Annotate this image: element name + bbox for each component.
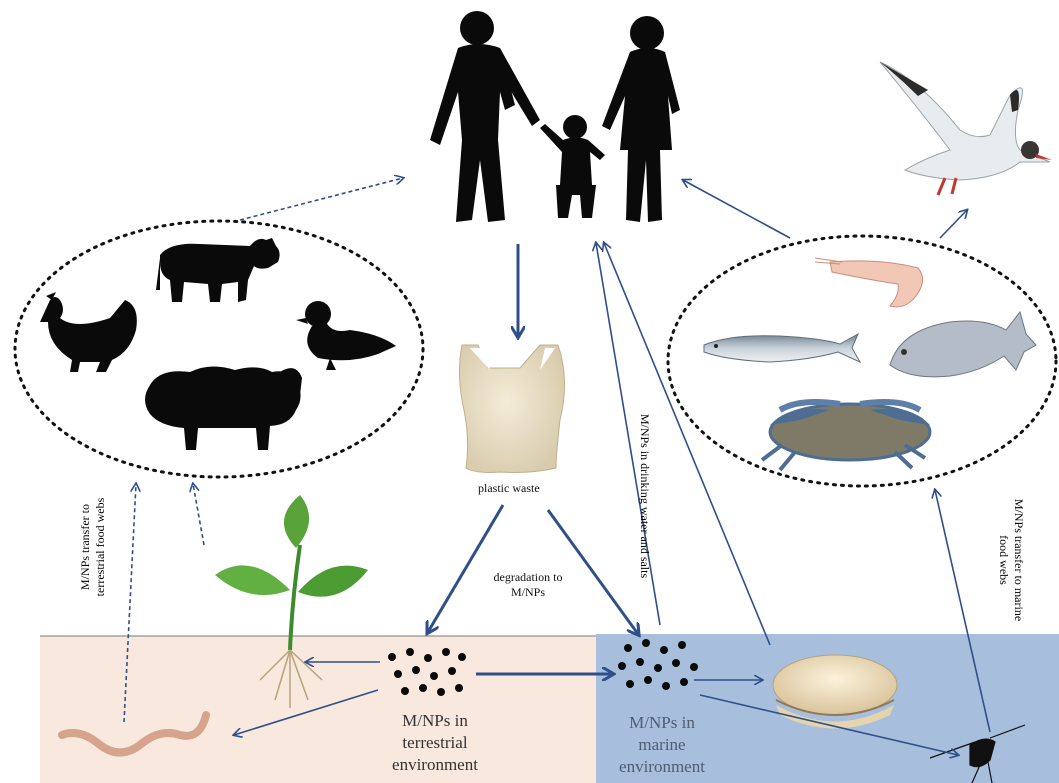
degradation-label: degradation to M/NPs [485, 570, 571, 600]
family-silhouette [430, 11, 680, 222]
marine-transfer-line1: M/NPs transfer to marine [1011, 485, 1026, 635]
chicken-icon [40, 292, 137, 372]
terrestrial-transfer-line1: M/NPs transfer to [78, 482, 93, 612]
arrow-plant-to-terrestrial-web [193, 484, 204, 545]
terrestrial-env-line3: environment [372, 754, 498, 776]
crab-icon [762, 402, 930, 470]
terrestrial-env-line1: M/NPs in [372, 710, 498, 732]
arrow-marine-web-to-seagull [940, 210, 967, 238]
degradation-line1: degradation to [485, 570, 571, 585]
marine-env-line1: M/NPs in [600, 712, 724, 734]
marine-env-line2: marine [600, 734, 724, 756]
drinking-water-label: M/NPs in drinking water and salts [637, 398, 652, 594]
cow-icon [156, 238, 280, 302]
sardine-icon [704, 334, 860, 362]
marine-env-line3: environment [600, 756, 724, 778]
sheep-icon [145, 366, 302, 450]
seagull-icon [880, 62, 1052, 195]
duck-icon [296, 301, 396, 370]
arrow-plastic-to-terrestrial [428, 505, 503, 632]
marine-transfer-label: M/NPs transfer to marine food webs [996, 485, 1026, 635]
degradation-line2: M/NPs [485, 585, 571, 600]
terrestrial-transfer-label: M/NPs transfer to terrestrial food webs [78, 482, 108, 612]
plastic-bag-icon [459, 345, 564, 473]
terrestrial-env-label: M/NPs in terrestrial environment [372, 710, 498, 776]
sea-bream-icon [890, 312, 1036, 377]
marine-env-label: M/NPs in marine environment [600, 712, 724, 778]
arrow-marine-web-to-humans [683, 180, 790, 238]
arrow-terrestrial-web-to-humans [240, 178, 403, 220]
shrimp-icon [815, 258, 923, 307]
plastic-waste-label: plastic waste [478, 481, 540, 496]
marine-transfer-line2: food webs [996, 485, 1011, 635]
terrestrial-transfer-line2: terrestrial food webs [93, 482, 108, 612]
terrestrial-env-line2: terrestrial [372, 732, 498, 754]
